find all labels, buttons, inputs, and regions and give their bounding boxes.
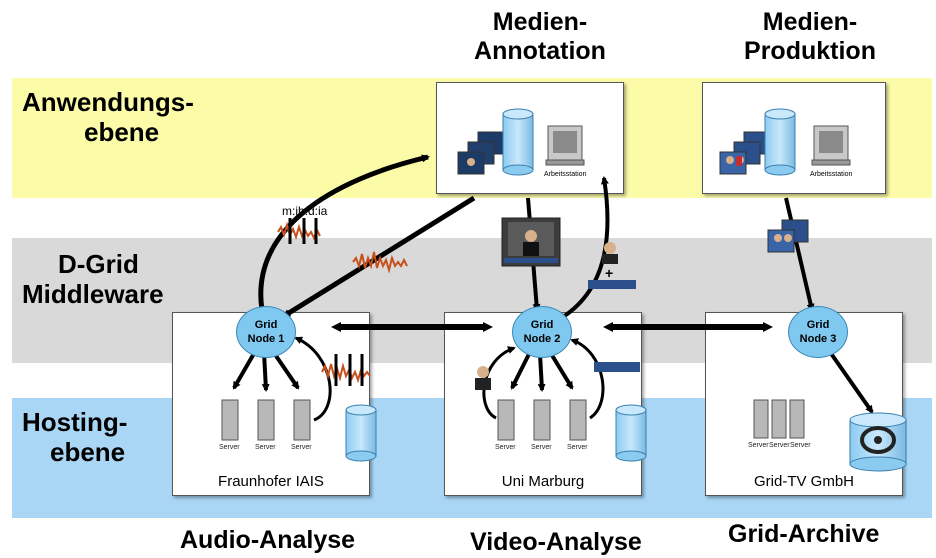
fraunhofer-server-label-3: Server	[291, 444, 312, 451]
marburg-server-label-3: Server	[567, 444, 588, 451]
gridtv-servers	[753, 399, 805, 439]
marburg-server-label-1: Server	[495, 444, 516, 451]
fraunhofer-server-label-1: Server	[219, 444, 240, 451]
annotation-workstation-label: Arbeitsstation	[544, 171, 587, 178]
node1-to-annotation-arrow	[258, 154, 430, 311]
server3-to-node2-arrow	[570, 338, 605, 420]
server-audio-segments-icon	[321, 354, 371, 386]
hosting-layer-label: Hosting- ebene	[22, 407, 128, 468]
gridtv-server-label-3: Server	[790, 442, 811, 449]
gridtv-host-label: Grid-TV GmbH	[753, 473, 854, 490]
audio-waveform-icon	[352, 251, 408, 274]
media-annotation-heading-line1: Medien-	[492, 8, 588, 36]
svg-text:+: +	[605, 265, 613, 281]
middleware-layer-label-line2: Middleware	[22, 278, 164, 309]
video-frame-thumbnail-icon	[501, 217, 561, 267]
fraunhofer-host-label: Fraunhofer IAIS	[218, 473, 324, 490]
fraunhofer-servers	[221, 399, 311, 441]
media-annotation-heading: Medien- Annotation	[445, 8, 635, 66]
application-layer-label: Anwendungs- ebene	[22, 87, 194, 148]
grid-node-3-line2: Node 3	[799, 333, 837, 345]
marburg-servers	[497, 399, 587, 441]
gridtv-server-label-2: Server	[769, 442, 790, 449]
media-annotation-heading-line2: Annotation	[474, 36, 606, 65]
grid-node-1-line2: Node 1	[247, 333, 285, 345]
archive-database-icon	[849, 412, 907, 472]
audio-analysis-label: Audio-Analyse	[180, 526, 356, 554]
application-layer-label-line2: ebene	[84, 116, 160, 147]
marburg-database-icon	[615, 404, 647, 462]
middleware-layer-label-line1: D-Grid	[58, 249, 139, 279]
middleware-layer-label: D-Grid Middleware	[22, 249, 164, 310]
grid-node-3-line1: Grid	[806, 319, 830, 331]
node2-to-server2-arrow	[537, 353, 546, 392]
production-database-icon	[764, 108, 796, 176]
node2-caption-icon	[594, 362, 640, 372]
annotation-to-node1-arrow	[282, 195, 476, 319]
fraunhofer-database-icon	[345, 404, 377, 462]
annotation-video-thumbnails-icon	[457, 131, 505, 175]
audio-segmented-waveform-icon	[277, 218, 321, 244]
annotation-database-icon	[502, 108, 534, 176]
marburg-server-label-2: Server	[531, 444, 552, 451]
node2-to-annotation-arrow	[556, 176, 610, 322]
video-analysis-label: Video-Analyse	[470, 528, 642, 556]
node2-to-server1-arrow	[510, 351, 532, 390]
production-workstation-label: Arbeitsstation	[810, 171, 853, 178]
production-video-thumbnails-icon	[719, 131, 771, 175]
marburg-host-label: Uni Marburg	[501, 473, 585, 490]
grid-archive-label: Grid-Archive	[728, 520, 880, 548]
media-production-heading-line1: Medien-	[762, 8, 858, 36]
media-production-heading: Medien- Produktion	[715, 8, 905, 66]
grid-node-2-line1: Grid	[530, 319, 554, 331]
gridtv-server-label-1: Server	[748, 442, 769, 449]
fraunhofer-server-label-2: Server	[255, 444, 276, 451]
annotation-workstation-icon	[545, 125, 585, 166]
grid-node-2-line2: Node 2	[523, 333, 561, 345]
production-transfer-thumbnails-icon	[767, 219, 809, 253]
node1-to-server2-arrow	[261, 351, 270, 392]
node2-to-server3-arrow	[548, 350, 574, 390]
production-workstation-icon	[811, 125, 851, 166]
node1-to-server1-arrow	[232, 348, 258, 390]
node2-person-icon	[475, 366, 491, 390]
hosting-layer-label-line2: ebene	[50, 436, 126, 467]
grid-node-1-line1: Grid	[254, 319, 278, 331]
hosting-layer-label-line1: Hosting-	[22, 407, 128, 437]
person-with-caption-icon: +	[588, 242, 636, 289]
production-to-node3-arrow	[784, 197, 815, 312]
node3-to-archive-arrow	[828, 350, 874, 414]
application-layer-label-line1: Anwendungs-	[22, 87, 194, 117]
media-production-heading-line2: Produktion	[744, 36, 876, 65]
server3-to-node1-arrow	[294, 336, 332, 422]
audio-code-label: m:ih:d:ia	[282, 204, 328, 218]
